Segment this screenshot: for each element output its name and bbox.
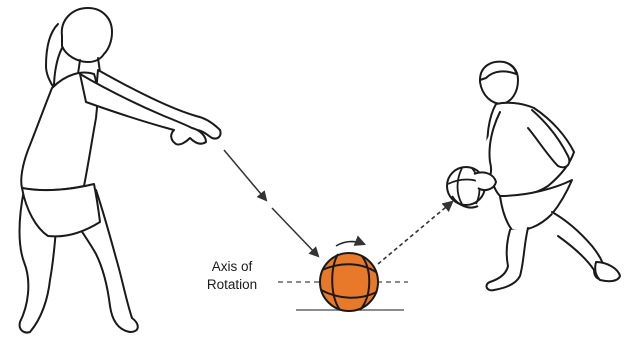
outgoing-pass-path — [377, 200, 454, 265]
receiver-ball — [446, 166, 498, 209]
axis-label-line1: Axis of — [211, 259, 253, 274]
passer-figure — [18, 7, 222, 334]
axis-label-line2: Rotation — [206, 277, 258, 292]
basketball-icon — [319, 252, 379, 312]
rotation-arrow-icon — [335, 235, 367, 247]
incoming-pass-path — [223, 149, 268, 202]
incoming-pass-path-2 — [271, 207, 320, 258]
